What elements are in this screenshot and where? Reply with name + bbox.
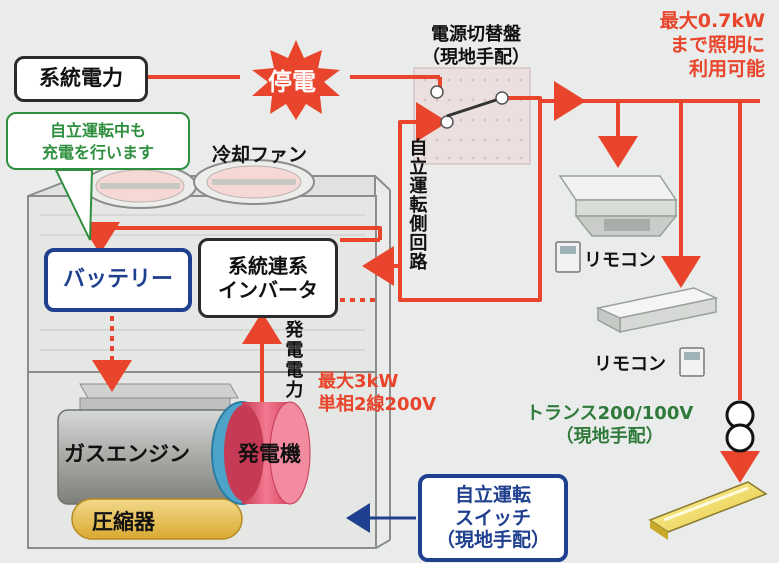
remote-control-icon-1 xyxy=(555,241,581,273)
switchboard-title-line2: （現地手配） xyxy=(422,46,530,68)
dashed-links xyxy=(92,298,380,392)
switch-label-line2: スイッチ xyxy=(454,506,531,529)
battery-label: バッテリー xyxy=(62,266,173,292)
light-fixture xyxy=(648,481,768,540)
battery-box: バッテリー xyxy=(44,248,192,312)
ceiling-cassette-ac xyxy=(558,175,678,237)
remote-label-2: リモコン xyxy=(594,354,666,375)
remote-control-icon-2 xyxy=(679,347,705,377)
independent-circuit-label: 自立運転側回路 xyxy=(404,138,428,277)
outage-burst xyxy=(252,40,340,120)
cooling-fan-label: 冷却ファン xyxy=(212,144,308,166)
outage-label: 停電 xyxy=(268,68,316,96)
charging-callout-line1: 自立運転中も xyxy=(49,121,146,140)
transformer-line1: トランス200/100V xyxy=(526,403,694,424)
switch-contacts xyxy=(430,85,509,129)
transformer-line2: （現地手配） xyxy=(555,426,664,448)
remote-label-1: リモコン xyxy=(584,250,656,271)
callout-tail xyxy=(54,169,94,241)
switch-label-line1: 自立運転 xyxy=(454,483,531,506)
output-spec: 最大3kW 単相2線200V xyxy=(318,370,436,417)
generated-power-label: 発電電力 xyxy=(280,320,304,406)
max-lighting-line1: 最大0.7kW xyxy=(659,10,765,32)
max-lighting-note: 最大0.7kW まで照明に 利用可能 xyxy=(660,10,765,81)
power-flow-lines xyxy=(80,75,760,483)
compressor-body xyxy=(71,498,243,540)
generator-body xyxy=(211,401,311,505)
charging-callout: 自立運転中も 充電を行います xyxy=(6,112,190,170)
switchboard-panel xyxy=(413,67,531,165)
generated-power-text: 発電電力 xyxy=(282,320,304,400)
compressor-label: 圧縮器 xyxy=(92,510,155,534)
inverter-box: 系統連系 インバータ xyxy=(198,238,338,318)
switchboard-title: 電源切替盤 （現地手配） xyxy=(422,24,530,69)
charging-callout-line2: 充電を行います xyxy=(41,142,154,162)
output-spec-line1: 最大3kW xyxy=(318,371,399,392)
independent-circuit-text: 自立運転側回路 xyxy=(406,138,428,271)
inverter-label-line2: インバータ xyxy=(218,278,318,302)
cooling-fan-2 xyxy=(193,159,315,205)
max-lighting-line3: 利用可能 xyxy=(688,57,765,80)
generator-label: 発電機 xyxy=(238,442,301,466)
switchboard-title-line1: 電源切替盤 xyxy=(431,24,521,45)
max-lighting-line2: まで照明に xyxy=(669,33,765,56)
ceiling-suspended-ac xyxy=(595,287,719,334)
transformer-label: トランス200/100V （現地手配） xyxy=(526,402,693,449)
inverter-label-line1: 系統連系 xyxy=(228,254,308,278)
output-spec-line2: 単相2線200V xyxy=(318,394,437,416)
gas-engine-label: ガスエンジン xyxy=(64,442,190,466)
grid-power-label: 系統電力 xyxy=(39,66,123,91)
cooling-fan-1 xyxy=(83,163,197,209)
transformer-icon xyxy=(725,400,755,453)
switch-label-line3: （現地手配） xyxy=(435,529,550,552)
grid-power-box: 系統電力 xyxy=(14,56,148,102)
independent-switch-box: 自立運転 スイッチ （現地手配） xyxy=(418,474,568,562)
